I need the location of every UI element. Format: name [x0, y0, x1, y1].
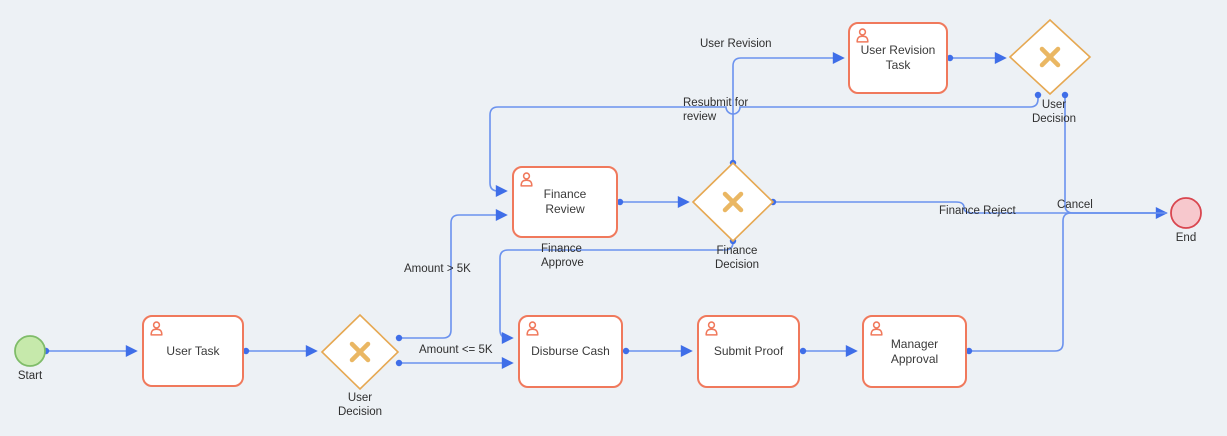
gateway-user-decision-top-label: User Decision: [1031, 99, 1077, 125]
gateway-x-icon: [349, 46, 1061, 363]
person-icon: [526, 321, 539, 336]
edge-resubmit-for-review[interactable]: [489, 95, 1039, 197]
person-icon: [705, 321, 718, 336]
task-label: Manager Approval: [890, 336, 939, 366]
task-user-task[interactable]: User Task: [142, 315, 244, 387]
edge-label-resubmit-for-review: Resubmit for review: [683, 97, 749, 123]
edge-label-amount-gt-5k: Amount > 5K: [404, 263, 471, 275]
task-user-revision-task[interactable]: User Revision Task: [848, 22, 948, 94]
end-label: End: [1175, 232, 1197, 244]
task-label: User Task: [166, 343, 220, 358]
task-manager-approval[interactable]: Manager Approval: [862, 315, 967, 388]
end-event-node[interactable]: [1170, 197, 1202, 229]
gateway-user-decision-label: User Decision: [337, 392, 383, 418]
edge-label-finance-approve: Finance Approve: [541, 243, 584, 269]
task-label: User Revision Task: [860, 43, 936, 72]
task-submit-proof[interactable]: Submit Proof: [697, 315, 800, 388]
edge-label-user-revision: User Revision: [700, 38, 772, 50]
edge-finance-reject[interactable]: [773, 201, 1168, 219]
task-label: Disburse Cash: [531, 344, 610, 358]
edge-label-cancel: Cancel: [1057, 199, 1093, 211]
edge-manager-to-end[interactable]: [969, 212, 1166, 352]
edge-label-finance-reject: Finance Reject: [939, 205, 1016, 217]
person-icon: [520, 172, 533, 187]
person-icon: [150, 321, 163, 336]
task-finance-review[interactable]: Finance Review: [512, 166, 618, 238]
task-label: Submit Proof: [713, 344, 784, 358]
task-label: Finance Review: [543, 187, 587, 216]
edge-finance-approve[interactable]: [499, 241, 734, 344]
person-icon: [856, 28, 869, 43]
edge-amount-gt-5k[interactable]: [399, 209, 508, 339]
edge-label-amount-lte-5k: Amount <= 5K: [419, 344, 493, 356]
edge-user-revision[interactable]: [732, 52, 845, 163]
start-label: Start: [17, 370, 43, 382]
gateway-finance-decision-label: Finance Decision: [714, 245, 760, 271]
task-disburse-cash[interactable]: Disburse Cash: [518, 315, 623, 388]
start-event-node[interactable]: [14, 335, 46, 367]
person-icon: [870, 321, 883, 336]
